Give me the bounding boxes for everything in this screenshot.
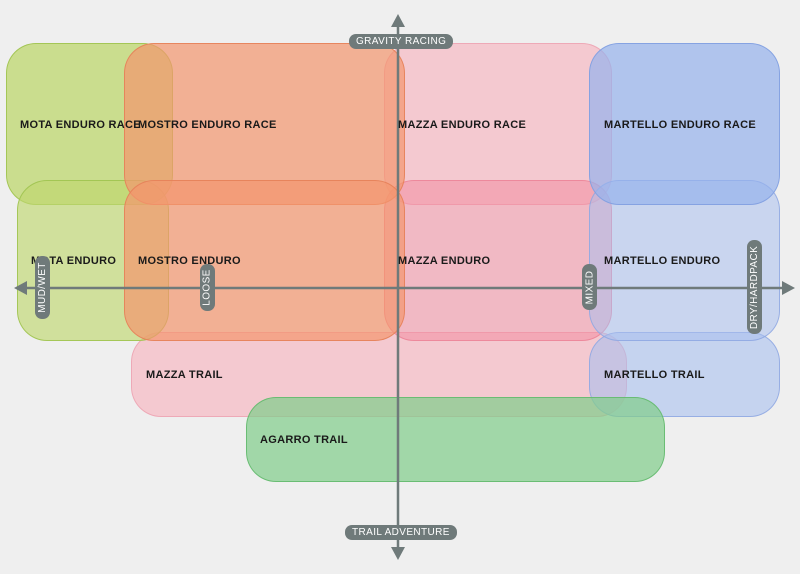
label-mostro-enduro: MOSTRO ENDURO [138,255,241,267]
label-martello-enduro-race: MARTELLO ENDURO RACE [604,119,757,131]
label-mazza-enduro: MAZZA ENDURO [398,255,491,267]
axis-label-mud-wet: MUD/WET [35,256,50,319]
label-mota-enduro: MOTA ENDURO [31,255,117,267]
agarro-trail-region [246,397,665,482]
label-martello-trail: MARTELLO TRAIL [604,369,705,381]
arrow-up-icon [391,14,405,27]
mazza-enduro-race-region [384,43,612,205]
label-mostro-enduro-race: MOSTRO ENDURO RACE [138,119,277,131]
label-mazza-trail: MAZZA TRAIL [146,369,223,381]
arrow-left-icon [14,281,27,295]
axis-label-gravity-racing: GRAVITY RACING [349,34,454,49]
axis-label-dry-hardpack: DRY/HARDPACK [747,240,762,334]
label-martello-enduro: MARTELLO ENDURO [604,255,721,267]
label-mota-enduro-race: MOTA ENDURO RACE [20,119,141,131]
axis-label-trail-adventure: TRAIL ADVENTURE [345,525,457,540]
axis-label-mixed: MIXED [582,264,597,310]
mostro-enduro-race-region [124,43,405,205]
mostro-enduro-region [124,180,405,341]
martello-enduro-race-region [589,43,780,205]
mazza-enduro-region [384,180,612,341]
arrow-right-icon [782,281,795,295]
axis-label-loose: LOOSE [200,264,215,311]
label-agarro-trail: AGARRO TRAIL [260,434,348,446]
label-mazza-enduro-race: MAZZA ENDURO RACE [398,119,527,131]
arrow-down-icon [391,547,405,560]
